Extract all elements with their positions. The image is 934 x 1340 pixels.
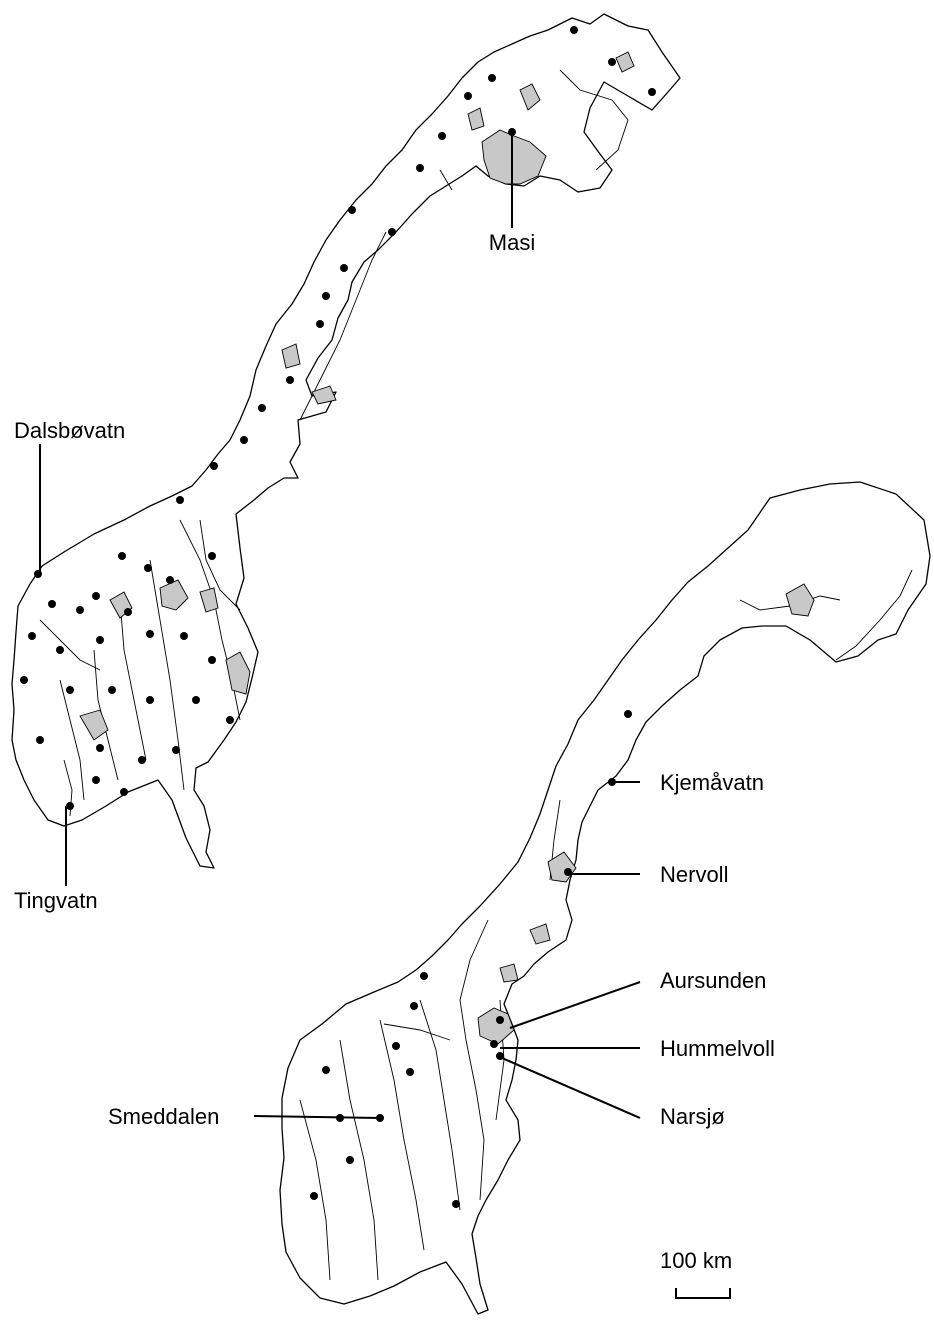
svg-text:100 km: 100 km: [660, 1248, 732, 1273]
label-kjemavatn: Kjemåvatn: [612, 770, 764, 795]
label-nervoll: Nervoll: [568, 862, 728, 887]
svg-text:Hummelvoll: Hummelvoll: [660, 1036, 775, 1061]
svg-text:Nervoll: Nervoll: [660, 862, 728, 887]
top-map-catchments: [79, 51, 635, 741]
svg-text:Dalsbøvatn: Dalsbøvatn: [14, 418, 125, 443]
bottom-map: Kjemåvatn Nervoll Aursunden Hummelvoll N…: [108, 481, 931, 1315]
svg-text:Aursunden: Aursunden: [660, 968, 766, 993]
svg-text:Smeddalen: Smeddalen: [108, 1104, 219, 1129]
label-dalsbovatn: Dalsbøvatn: [14, 418, 125, 574]
label-aursunden: Aursunden: [509, 968, 766, 1029]
bottom-map-catchments: [477, 583, 815, 1045]
svg-text:Narsjø: Narsjø: [660, 1104, 725, 1129]
label-masi: Masi: [489, 132, 535, 255]
svg-text:Tingvatn: Tingvatn: [14, 888, 98, 913]
top-map-sites: [20, 26, 656, 810]
top-map: Masi Dalsbøvatn Tingvatn: [11, 13, 681, 913]
bottom-map-norway-outline: [279, 481, 931, 1315]
label-smeddalen: Smeddalen: [108, 1104, 381, 1129]
label-tingvatn: Tingvatn: [14, 806, 98, 913]
top-map-norway-outline: [11, 13, 681, 869]
label-hummelvoll: Hummelvoll: [500, 1036, 775, 1061]
svg-text:Kjemåvatn: Kjemåvatn: [660, 770, 764, 795]
scale-bar: 100 km: [660, 1248, 732, 1299]
svg-text:Masi: Masi: [489, 230, 535, 255]
label-narsjo: Narsjø: [501, 1057, 725, 1129]
